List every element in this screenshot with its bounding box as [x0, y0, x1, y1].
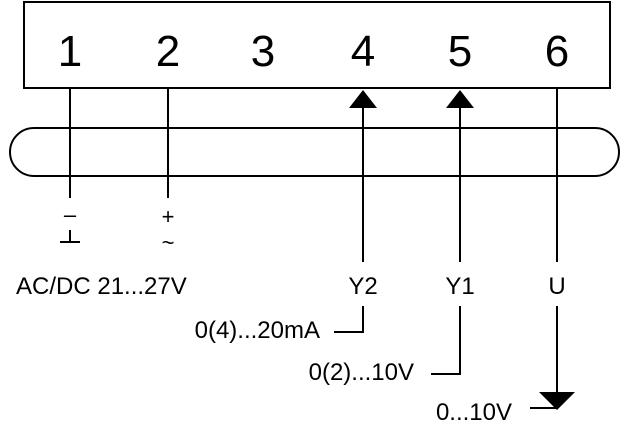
arrow-up-icon	[446, 90, 474, 108]
y2-leader	[334, 306, 364, 333]
signal-y2-label: Y2	[348, 273, 377, 300]
signal-u-label: U	[548, 273, 565, 300]
u-range: 0...10V	[436, 399, 512, 426]
terminal-numbers: 1 2 3 4 5 6	[58, 27, 569, 76]
plus-symbol: +	[162, 204, 175, 229]
arrow-down-icon	[539, 392, 575, 410]
terminal-4: 4	[351, 27, 375, 76]
cable-sheath	[9, 127, 620, 177]
terminal-3: 3	[251, 27, 275, 76]
terminal-6: 6	[545, 27, 569, 76]
terminal-block	[23, 1, 611, 89]
arrow-up-icon	[349, 90, 377, 108]
minus-symbol: –	[64, 202, 77, 227]
y2-range: 0(4)...20mA	[195, 317, 320, 344]
y1-range: 0(2)...10V	[309, 359, 414, 386]
supply-label: AC/DC 21...27V	[16, 273, 187, 300]
ac-symbol: ~	[162, 230, 175, 255]
y1-leader	[431, 306, 461, 375]
signal-y1-label: Y1	[445, 273, 474, 300]
terminal-2: 2	[156, 27, 180, 76]
terminal-1: 1	[58, 27, 82, 76]
terminal-5: 5	[448, 27, 472, 76]
